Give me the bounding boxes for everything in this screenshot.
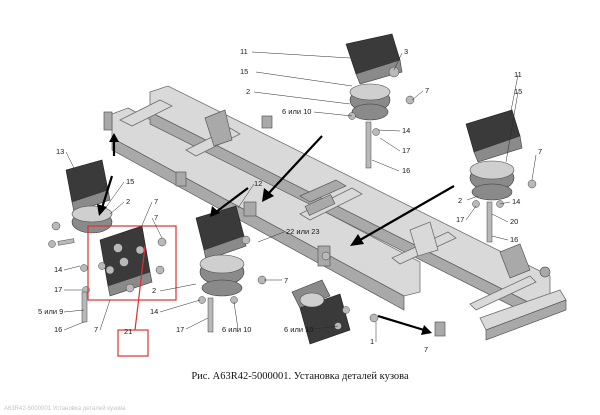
arrow-right-to-frame	[350, 185, 455, 246]
callout-14-right: 14	[512, 197, 520, 206]
highlight-box-callout-21	[117, 329, 149, 357]
callout-7-bottom: 7	[424, 345, 428, 354]
callout-22or23: 22 или 23	[286, 227, 320, 236]
callout-14-mid: 14	[150, 307, 158, 316]
right-spring-assembly	[465, 109, 537, 243]
callout-2-top: 2	[246, 87, 250, 96]
callout-12: 12	[254, 179, 262, 188]
callout-20-right: 20	[510, 217, 518, 226]
callout-14-left: 14	[54, 265, 62, 274]
callout-11-right: 11	[514, 70, 522, 79]
chassis-frame	[103, 85, 567, 341]
callout-13: 13	[56, 147, 64, 156]
arrow-mid-to-frame	[210, 187, 249, 217]
callout-7-mid: 7	[284, 276, 288, 285]
callout-7-right: 7	[538, 147, 542, 156]
callout-7-box: 7	[94, 325, 98, 334]
bottom-mount-bracket	[291, 251, 379, 345]
leader-lines	[63, 51, 537, 342]
callout-15-right: 15	[514, 87, 522, 96]
footer-text: A63R42-5000001 Установка деталей кузова	[4, 405, 126, 412]
callout-17-mid: 17	[176, 325, 184, 334]
arrow-left-up	[109, 133, 119, 156]
callout-17-left: 17	[54, 285, 62, 294]
callout-15-left: 15	[126, 177, 134, 186]
callout-2-left: 2	[126, 197, 130, 206]
callout-7-left-a: 7	[154, 197, 158, 206]
callout-16-top: 16	[402, 166, 410, 175]
arrow-top-to-frame	[262, 135, 323, 202]
callout-2-mid: 2	[152, 286, 156, 295]
callout-16-left: 16	[54, 325, 62, 334]
callout-6or10-bottom: 6 или 10	[284, 325, 313, 334]
direction-arrows	[97, 133, 455, 335]
callout-11-top: 11	[240, 47, 248, 56]
callout-6or10-mid: 6 или 10	[222, 325, 251, 334]
callout-3: 3	[404, 47, 408, 56]
callout-16-right: 16	[510, 235, 518, 244]
figure-caption: Рис. А63R42-5000001. Установка деталей к…	[191, 371, 409, 382]
highlight-link-line	[134, 245, 146, 331]
callout-15-top: 15	[240, 67, 248, 76]
callout-6or10-top: 6 или 10	[282, 107, 311, 116]
arrow-left-down	[97, 175, 114, 216]
highlight-box-bracket	[87, 225, 177, 301]
callout-1: 1	[370, 337, 374, 346]
callout-5or9: 5 или 9	[38, 307, 63, 316]
top-spring-assembly	[345, 33, 415, 169]
callout-17-right: 17	[456, 215, 464, 224]
highlighted-bracket-assembly	[98, 225, 167, 297]
callout-17-top: 17	[402, 146, 410, 155]
arrow-bottom-right	[377, 314, 432, 335]
callout-14-top: 14	[402, 126, 410, 135]
callout-2-right: 2	[458, 196, 462, 205]
callout-21: 21	[124, 327, 132, 336]
callout-7-left-b: 7	[154, 213, 158, 222]
callout-7-top: 7	[425, 86, 429, 95]
middle-spring-assembly	[195, 205, 267, 333]
callout-labels: 11 3 15 2 7 6 или 10 14 17 16 11 15 7 2 …	[38, 47, 542, 354]
